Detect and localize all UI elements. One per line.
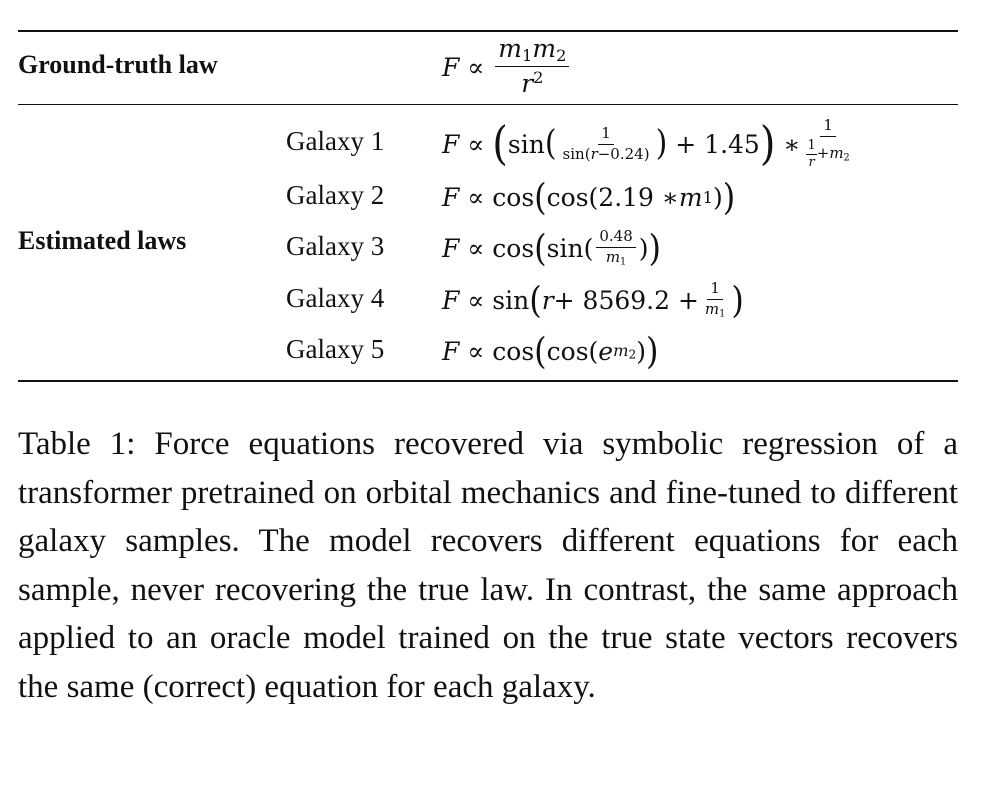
mid-rule [18, 104, 958, 106]
ground-truth-label: Ground-truth law [18, 50, 218, 79]
top-rule [18, 30, 958, 32]
table-caption: Table 1: Force equations recovered via s… [18, 426, 958, 705]
bottom-rule [18, 380, 958, 382]
galaxy-label: Galaxy 2 [286, 180, 385, 210]
equation-galaxy-4: F∝ sin(r + 8569.2 + 1 m1 ) [442, 278, 744, 322]
ground-truth-equation: F∝ m1m2 r2 [442, 34, 572, 100]
galaxy-label: Galaxy 5 [286, 334, 385, 364]
galaxy-label: Galaxy 4 [286, 283, 385, 313]
estimated-laws-label: Estimated laws [18, 226, 187, 255]
galaxy-label: Galaxy 3 [286, 231, 385, 261]
equation-galaxy-3: F∝ cos(sin( 0.48 m1 )) [442, 226, 661, 270]
galaxy-label: Galaxy 1 [286, 126, 385, 156]
